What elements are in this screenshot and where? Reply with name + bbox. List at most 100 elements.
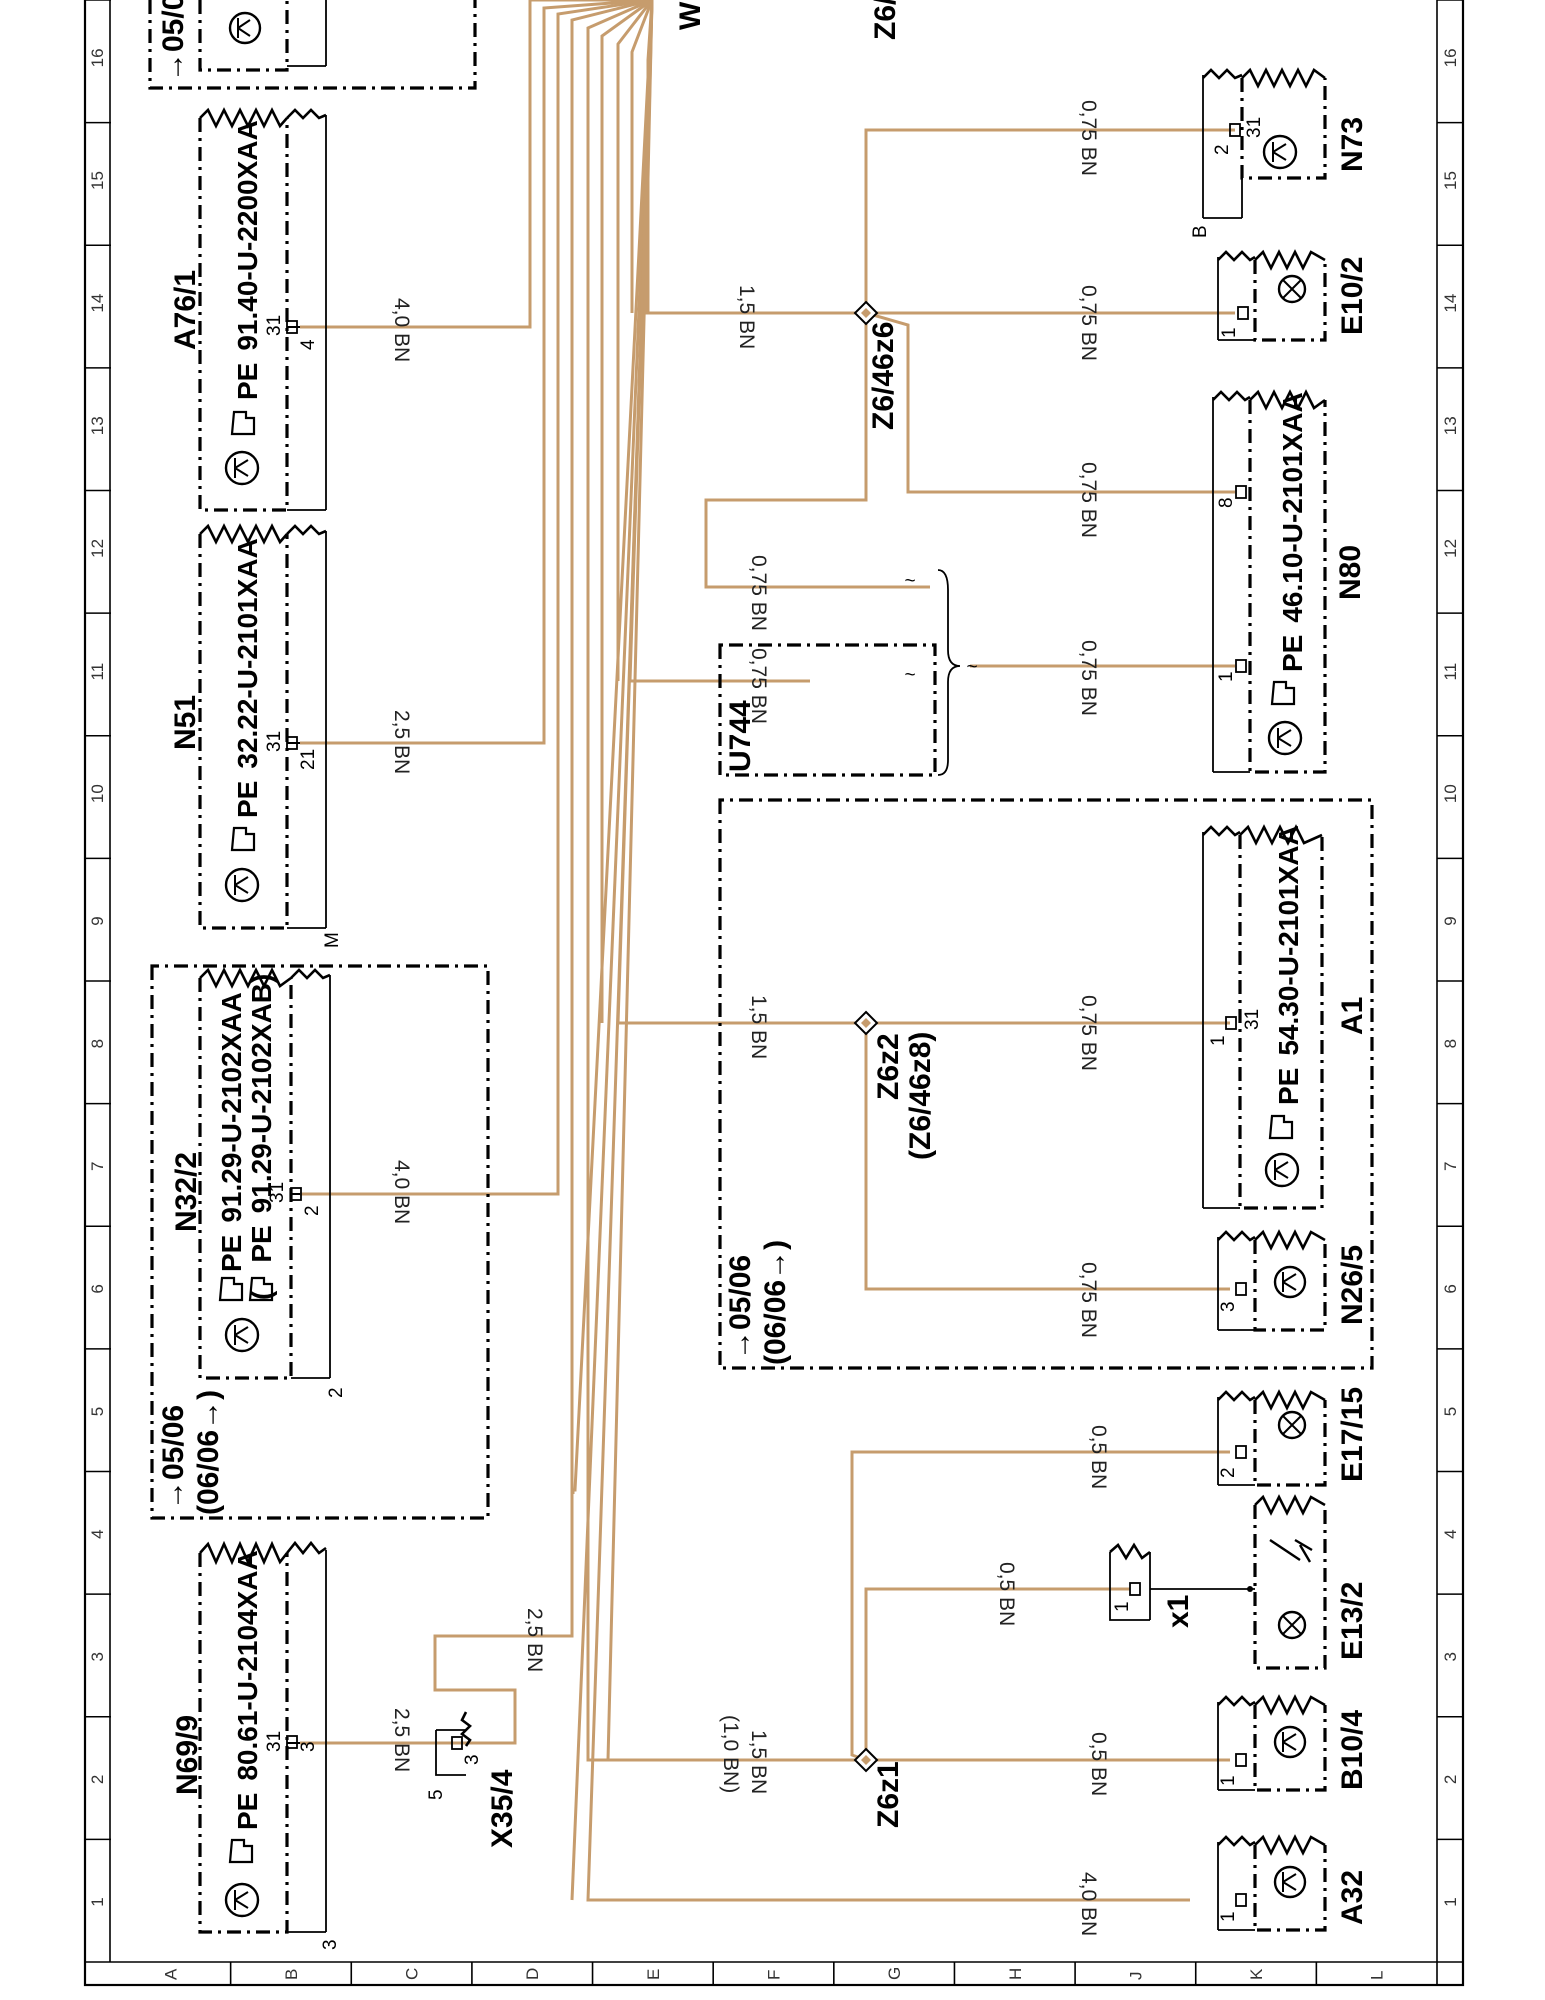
grid-row-label: K (1247, 1968, 1266, 1980)
grid-col-label: 11 (1441, 663, 1460, 681)
svg-text:(06/06→): (06/06→) (192, 1390, 225, 1515)
wires (300, 0, 1235, 1902)
w1-label: W1 (674, 0, 707, 30)
component-e10-2: 1 E10/2 0,75 BN 1,5 BN (735, 249, 1369, 361)
grid-row-label: E (644, 1969, 663, 1980)
splice-z6z1 (853, 1747, 879, 1773)
e13-2-label: E13/2 (1336, 1582, 1369, 1660)
pointing-hand-icon (228, 1838, 254, 1864)
grid-col-label: 8 (88, 1039, 107, 1048)
grid-col-label: 6 (88, 1284, 107, 1293)
pointing-hand-icon (218, 1276, 244, 1302)
svg-text:(1,0 BN): (1,0 BN) (719, 1715, 742, 1793)
svg-text:~: ~ (966, 657, 977, 678)
svg-text:1,5 BN: 1,5 BN (747, 1730, 770, 1794)
ground-terminal (286, 1735, 300, 1749)
svg-text:8: 8 (1216, 497, 1237, 508)
u744-label: U744 (724, 700, 757, 772)
svg-text:(Z6/46z8): (Z6/46z8) (904, 1032, 937, 1160)
grid-col-label: 5 (88, 1407, 107, 1416)
grid-col-label: 5 (1441, 1407, 1460, 1416)
svg-text:(06/06→): (06/06→) (759, 1240, 792, 1365)
component-a76-1: PE91.40-U-2200XAA A76/1 31 4 4,0 BN (169, 107, 413, 512)
splice-z6z2-label: Z6z2 (872, 1033, 905, 1100)
grid-row-label: D (523, 1968, 542, 1980)
transistor-icon (224, 450, 260, 486)
transistor-icon (224, 867, 260, 903)
grid-col-label: 15 (1441, 171, 1460, 190)
svg-text:→05/06: →05/06 (724, 1255, 757, 1360)
component-n69-9: PE80.61-U-2104XAA N69/9 31 3 3 2,5 BN (171, 1540, 413, 1950)
svg-text:2: 2 (302, 1205, 323, 1216)
svg-text:3: 3 (320, 1939, 341, 1950)
grid-row-label: B (282, 1969, 301, 1980)
svg-text:31: 31 (264, 1731, 285, 1752)
svg-text:→05/06: →05/06 (157, 1405, 190, 1510)
component-b10-4: 1 B10/4 0,5 BN (1087, 1694, 1369, 1796)
svg-text:2: 2 (1212, 144, 1233, 155)
transistor-icon (1273, 1265, 1307, 1299)
grid-col-label: 3 (1441, 1652, 1460, 1661)
svg-text:3: 3 (298, 1741, 319, 1752)
svg-text:(PE91.29-U-2102XAB): (PE91.29-U-2102XAB) (246, 974, 277, 1300)
svg-text:2,5 BN: 2,5 BN (390, 710, 413, 774)
svg-text:1: 1 (1216, 671, 1237, 682)
grid-row-label: A (161, 1968, 180, 1980)
svg-text:0,75 BN: 0,75 BN (747, 555, 770, 631)
a32-label: A32 (1336, 1870, 1369, 1925)
svg-text:31: 31 (1244, 117, 1265, 138)
splices (853, 300, 879, 1773)
n69-9-label: N69/9 (171, 1715, 204, 1795)
transistor-icon (1273, 1865, 1307, 1899)
grid-col-label: 2 (88, 1775, 107, 1784)
component-a1: PE54.30-U-2101XAA 1 31 A1 →05/06 (06/06→… (718, 798, 1374, 1370)
svg-text:31: 31 (264, 731, 285, 752)
grid-col-label: 2 (1441, 1775, 1460, 1784)
x1-label: x1 (1162, 1595, 1195, 1628)
grid-col-label: 13 (88, 416, 107, 435)
switch-icon (1269, 1538, 1313, 1563)
component-n51: PE32.22-U-2101XAA N51 31 21 M 2,5 BN (169, 523, 413, 948)
n32-2-label: N32/2 (170, 1152, 203, 1232)
transistor-icon (1264, 1152, 1300, 1188)
component-n32-2: PE91.29-U-2102XAA (PE91.29-U-2102XAB) N3… (150, 964, 490, 1520)
n51-label: N51 (169, 695, 202, 750)
transistor-icon (228, 11, 262, 45)
grid-row-label: F (765, 1970, 784, 1980)
svg-text:31: 31 (264, 315, 285, 336)
svg-text:2: 2 (326, 1387, 347, 1398)
component-e13-2: E13/2 (1150, 1494, 1369, 1670)
component-n73: 2 31 B N73 0,75 BN (1077, 67, 1369, 238)
transistor-icon (1262, 134, 1298, 170)
pointing-hand-icon (248, 1276, 274, 1302)
splice-z6-46z6 (853, 300, 879, 326)
svg-text:0,75 BN: 0,75 BN (1077, 462, 1100, 538)
svg-text:4,0 BN: 4,0 BN (1077, 1872, 1100, 1936)
grid-col-label: 4 (88, 1529, 107, 1538)
grid-col-label: 4 (1441, 1529, 1460, 1538)
ground-terminal (286, 320, 300, 334)
a1-label: A1 (1336, 997, 1369, 1035)
grid-col-label: 1 (88, 1897, 107, 1906)
grid-col-label: 9 (1441, 916, 1460, 925)
svg-text:1: 1 (1208, 1035, 1229, 1046)
grid-col-label: 1 (1441, 1897, 1460, 1906)
grid-row-label: H (1006, 1968, 1025, 1980)
svg-text:31: 31 (1242, 1009, 1263, 1030)
transistor-icon (224, 1882, 260, 1918)
grid-col-label: 7 (1441, 1161, 1460, 1170)
svg-text:0,75 BN: 0,75 BN (1077, 995, 1100, 1071)
grid-col-label: 10 (1441, 784, 1460, 803)
grid-col-label: 14 (1441, 294, 1460, 313)
svg-text:PE91.29-U-2102XAA: PE91.29-U-2102XAA (216, 992, 247, 1272)
svg-text:1,5 BN: 1,5 BN (747, 995, 770, 1059)
svg-text:0,5 BN: 0,5 BN (995, 1562, 1018, 1626)
svg-text:0,75 BN: 0,75 BN (747, 648, 770, 724)
pointing-hand-icon (1268, 1114, 1294, 1140)
svg-text:1: 1 (1218, 1775, 1239, 1786)
grid-row-label: J (1126, 1972, 1145, 1981)
splice-z6z2 (853, 1010, 879, 1036)
grid-col-label: 12 (88, 539, 107, 558)
svg-text:21: 21 (298, 749, 319, 770)
